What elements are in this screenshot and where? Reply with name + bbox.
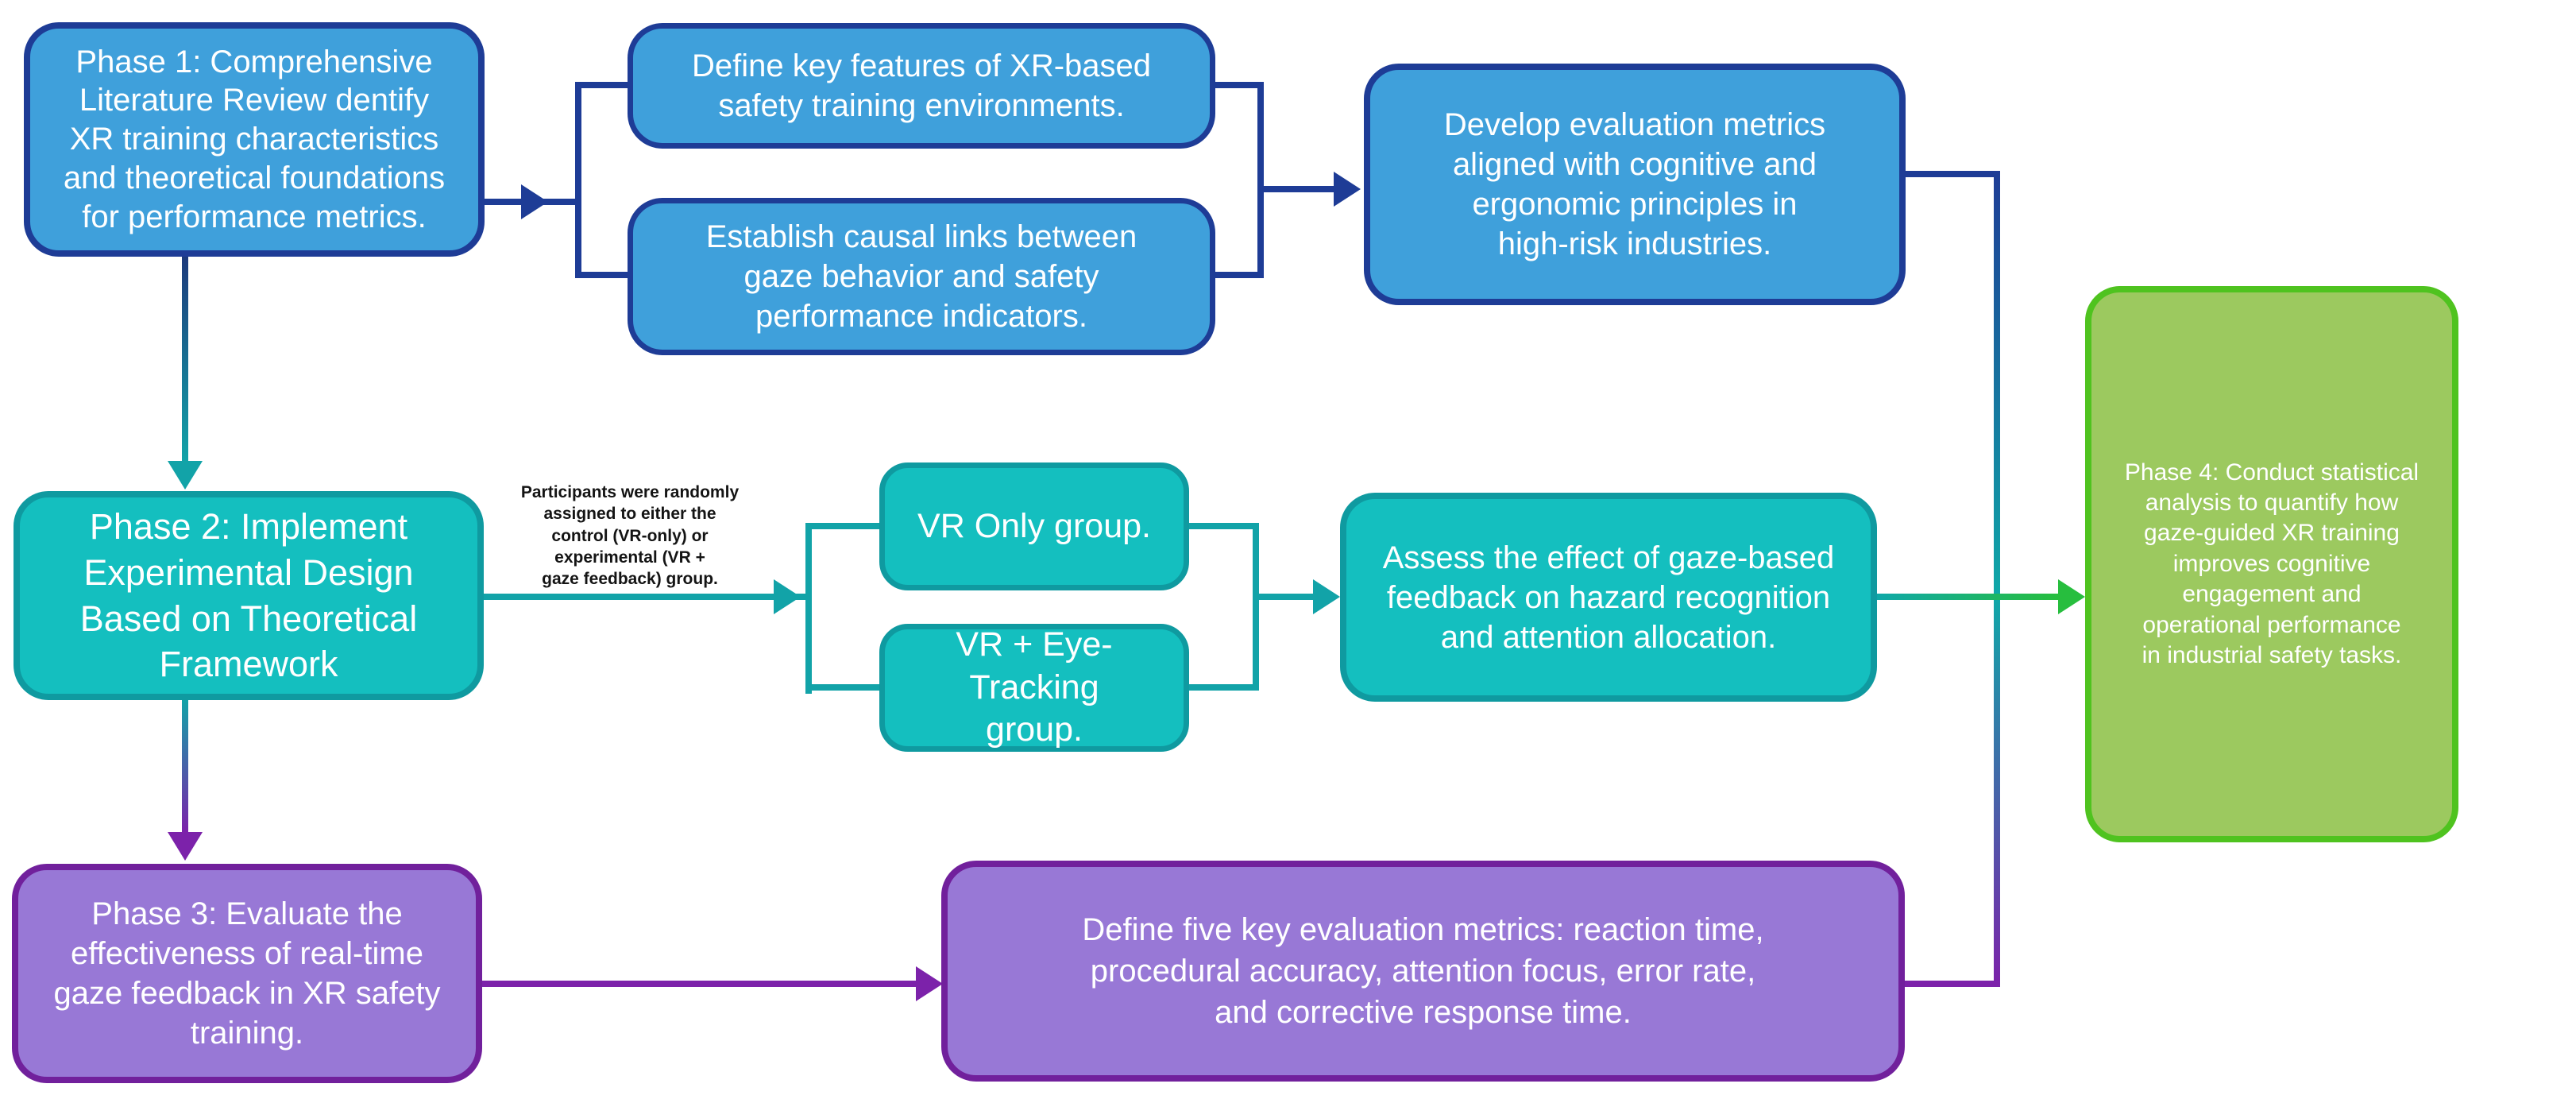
node-define-five-metrics: Define five key evaluation metrics: reac… — [941, 861, 1905, 1082]
node-phase3-evaluate-effectiveness: Phase 3: Evaluate the effectiveness of r… — [12, 864, 482, 1083]
connector-phase2-to-phase3 — [182, 700, 188, 832]
connector-phase1-to-phase2 — [182, 257, 188, 461]
connector-merge2-to-assess — [1259, 594, 1313, 600]
connector-phase2-to-branch — [484, 594, 809, 600]
connector-vronly-out — [1189, 523, 1259, 529]
node-phase2-experimental-design: Phase 2: Implement Experimental Design B… — [14, 491, 484, 700]
connector-branch1-vertical — [575, 82, 581, 278]
connector-vret-out — [1189, 684, 1259, 691]
connector-right-vertical-gradient — [1994, 171, 2000, 987]
arrow-right-icon — [1313, 579, 1340, 614]
connector-define-out — [1215, 82, 1264, 88]
node-phase4-statistical-analysis: Phase 4: Conduct statistical analysis to… — [2085, 286, 2458, 842]
arrow-down-icon — [168, 461, 203, 490]
node-vr-only-group: VR Only group. — [879, 462, 1189, 590]
connector-branch1-to-establish — [575, 272, 628, 278]
arrow-right-icon — [774, 579, 801, 614]
connector-establish-out — [1215, 272, 1264, 278]
connector-branch2-to-vronly — [805, 523, 879, 529]
connector-branch2-vertical — [805, 523, 812, 694]
connector-develop-out — [1906, 171, 2000, 177]
connector-branch2-to-vret — [805, 684, 879, 691]
connector-assess-to-phase4 — [1877, 594, 2058, 600]
node-establish-causal-links: Establish causal links between gaze beha… — [628, 198, 1215, 355]
arrow-right-icon — [916, 966, 943, 1001]
node-assess-gaze-feedback: Assess the effect of gaze-based feedback… — [1340, 493, 1877, 702]
connector-merge2-vertical — [1253, 523, 1259, 691]
arrow-down-icon — [168, 832, 203, 861]
arrow-right-icon — [2058, 579, 2085, 614]
arrow-right-icon — [1334, 172, 1361, 207]
connector-phase3-to-define-metrics — [482, 981, 916, 987]
connector-branch1-to-define — [575, 82, 628, 88]
node-phase1-literature-review: Phase 1: Comprehensive Literature Review… — [24, 22, 485, 257]
node-define-key-features: Define key features of XR-based safety t… — [628, 23, 1215, 149]
arrow-right-icon — [521, 184, 548, 219]
connector-define-metrics-out — [1905, 981, 2000, 987]
connector-merge1-to-develop — [1264, 186, 1334, 192]
node-develop-evaluation-metrics: Develop evaluation metrics aligned with … — [1364, 64, 1906, 305]
annotation-participants-assignment: Participants were randomly assigned to e… — [520, 483, 740, 589]
node-vr-eye-tracking-group: VR + Eye-Tracking group. — [879, 624, 1189, 752]
connector-merge1-vertical — [1257, 82, 1264, 278]
